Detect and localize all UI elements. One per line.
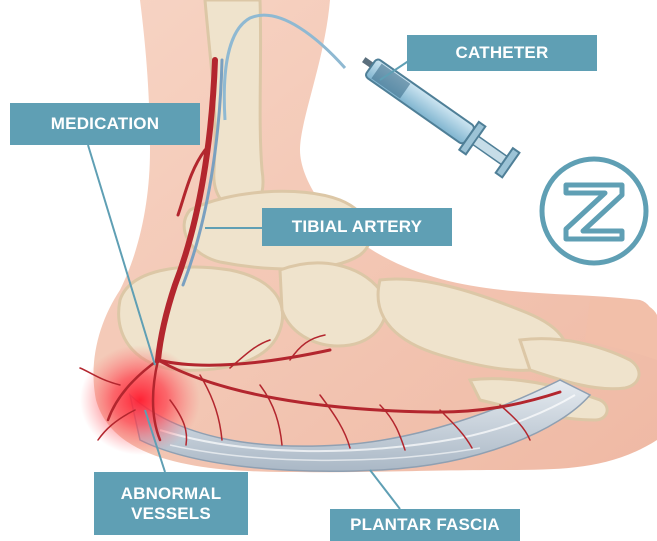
tibial-artery-label: TIBIAL ARTERY (262, 208, 452, 246)
abnormal-vessels-line-1: ABNORMAL (121, 484, 222, 504)
catheter-label: CATHETER (407, 35, 597, 71)
z-logo-icon (538, 155, 650, 267)
abnormal-vessels-label: ABNORMAL VESSELS (94, 472, 248, 535)
plantar-fascia-label: PLANTAR FASCIA (330, 509, 520, 541)
inflammation-glow (80, 345, 200, 455)
abnormal-vessels-line-2: VESSELS (131, 504, 211, 524)
medication-label: MEDICATION (10, 103, 200, 145)
